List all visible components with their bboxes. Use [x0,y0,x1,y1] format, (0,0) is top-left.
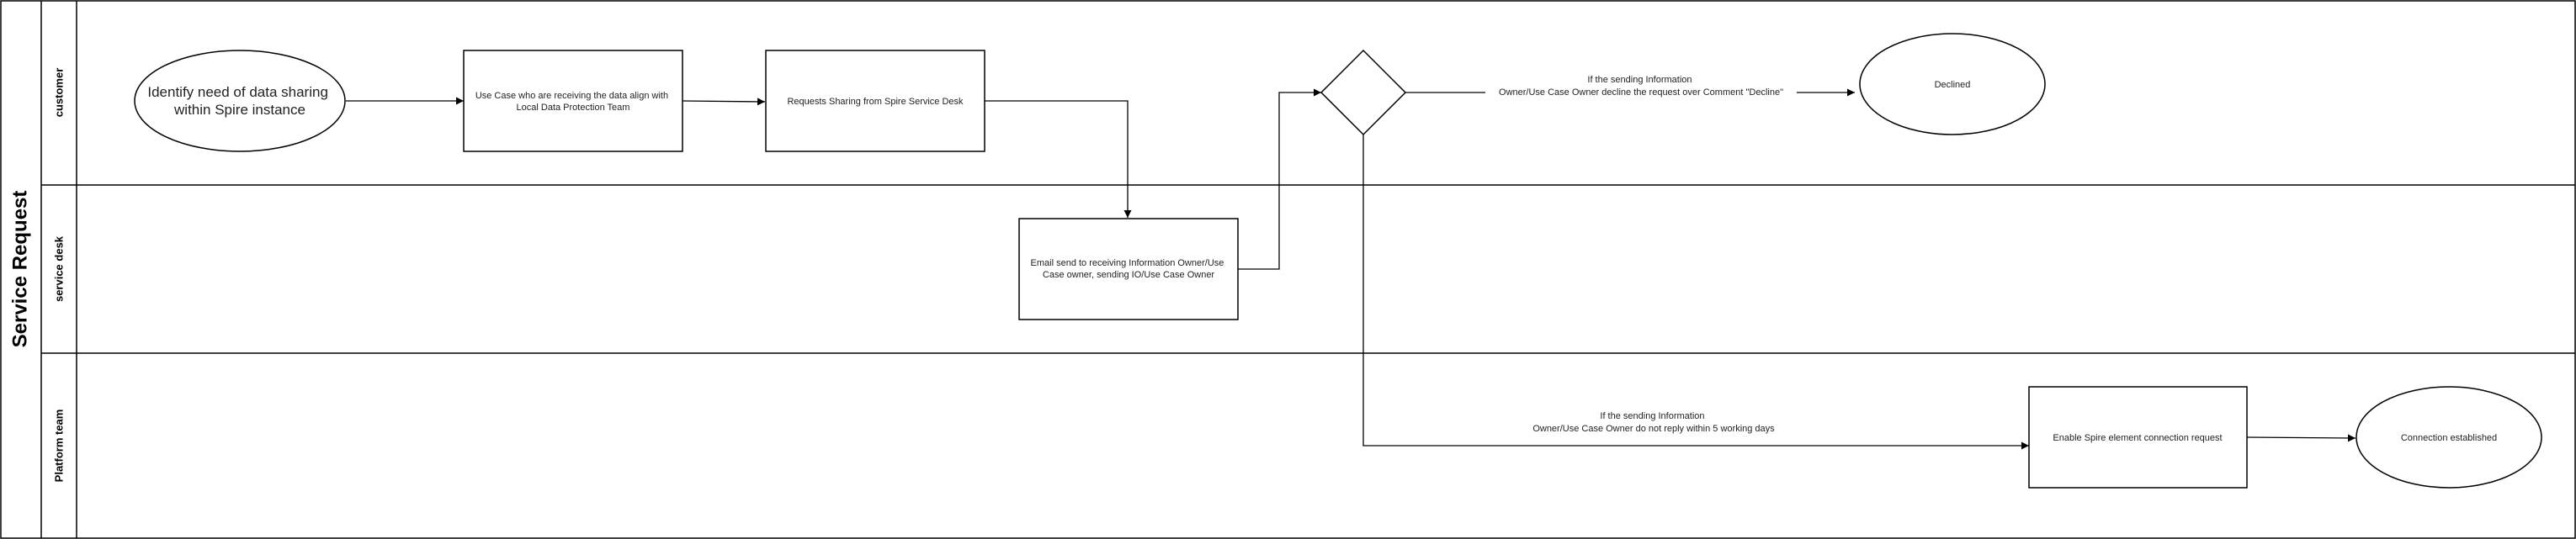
node-enable-connection [2028,386,2248,489]
node-enable-connection-line-1: Enable Spire element connection request [2053,433,2222,443]
node-connection-established [2356,386,2542,489]
edge-label-decline-line-2: Owner/Use Case Owner decline the request… [1499,87,1783,98]
edge-decision-to-enable [1362,135,2029,450]
node-identify-need-label: Identify need of data sharing within Spi… [147,84,332,118]
pool-title: Service Request [8,191,31,348]
edge-label-decline-line-1: If the sending Information [1587,75,1692,85]
lane-label-service-desk: service desk [52,235,65,302]
node-email-send-label: Email send to receiving Information Owne… [1031,258,1227,280]
node-use-case-label: Use Case who are receiving the data alig… [475,91,671,113]
edge-label-decline: If the sending Information Owner/Use Cas… [1499,75,1783,98]
node-connection-established-line-1: Connection established [2401,433,2497,443]
node-use-case [463,50,683,152]
edge-label-no-reply: If the sending Information Owner/Use Cas… [1532,411,1775,434]
edge-label-no-reply-line-2: Owner/Use Case Owner do not reply within… [1532,424,1775,434]
edge-label-decline-bg [1485,72,1797,99]
node-declined [1859,33,2046,135]
edge-email-to-decision [1238,88,1321,270]
node-email-send-line-1: Email send to receiving Information Owne… [1031,258,1224,268]
lane-label-platform-team: Platform team [52,410,65,483]
edge-use-case-to-requests [682,98,766,106]
node-identify-need-line-2: within Spire instance [173,102,305,118]
node-requests-sharing [765,50,985,152]
node-enable-connection-label: Enable Spire element connection request [2053,433,2222,443]
node-decision-gateway [1320,49,1407,136]
lane-label-customer: customer [52,68,65,118]
node-connection-established-label: Connection established [2401,433,2497,443]
node-declined-label: Declined [1935,80,1971,90]
node-identify-need-line-1: Identify need of data sharing [147,84,328,100]
node-use-case-line-2: Local Data Protection Team [517,103,630,113]
node-declined-line-1: Declined [1935,80,1971,90]
node-use-case-line-1: Use Case who are receiving the data alig… [475,91,668,101]
node-email-send-line-2: Case owner, sending IO/Use Case Owner [1043,270,1215,280]
edge-label-no-reply-line-1: If the sending Information [1600,411,1704,421]
node-requests-sharing-label: Requests Sharing from Spire Service Desk [787,97,964,107]
node-email-send [1018,218,1239,320]
edge-enable-to-connection [2246,434,2356,442]
node-requests-sharing-line-1: Requests Sharing from Spire Service Desk [787,97,964,107]
node-identify-need [134,50,346,152]
edge-requests-to-email [985,100,1132,218]
